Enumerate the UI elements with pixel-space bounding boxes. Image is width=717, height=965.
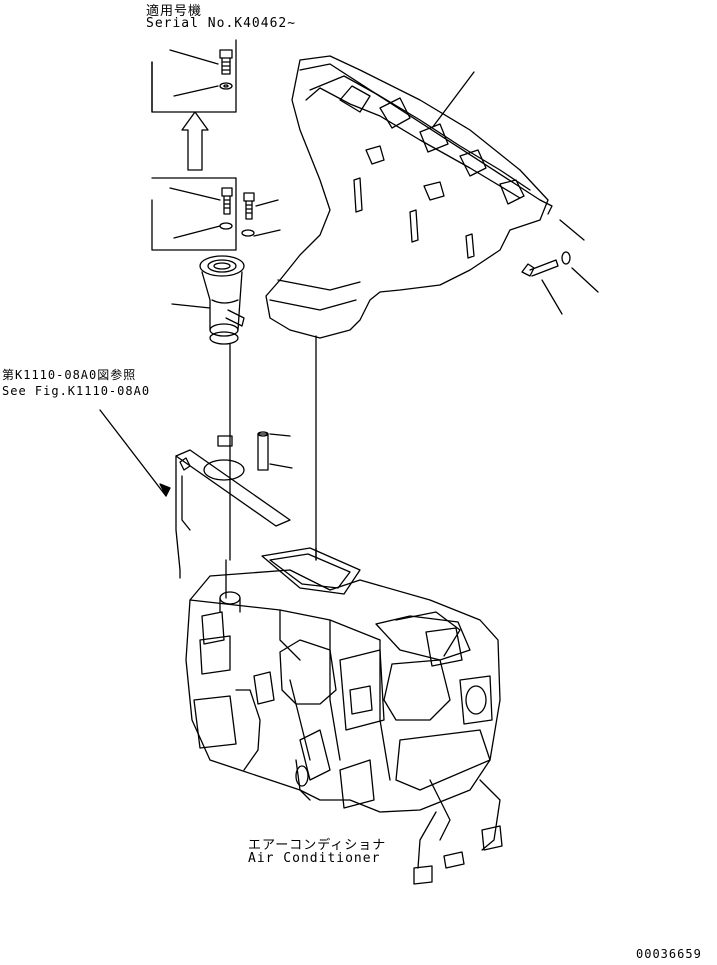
drawing-number: 00036659 — [636, 947, 702, 961]
upgrade-arrow — [181, 111, 209, 171]
current-parts-box — [151, 177, 281, 251]
upper-duct — [265, 55, 553, 561]
applicability-jp: 適用号機 — [146, 4, 203, 19]
reference-jp: 第K1110-08A0図参照 — [2, 368, 137, 382]
air-conditioner-unit — [185, 547, 503, 885]
duct-connector — [171, 255, 245, 561]
side-bolt — [521, 219, 599, 315]
reference-en: See Fig.K1110-08A0 — [2, 384, 151, 398]
reference-arrow — [99, 409, 171, 497]
serial-parts-box — [151, 39, 237, 113]
component-en: Air Conditioner — [248, 851, 381, 866]
component-jp: エアーコンディショナ — [248, 838, 387, 853]
bracket — [175, 431, 293, 579]
serial-number-label: Serial No.K40462~ — [146, 16, 297, 31]
